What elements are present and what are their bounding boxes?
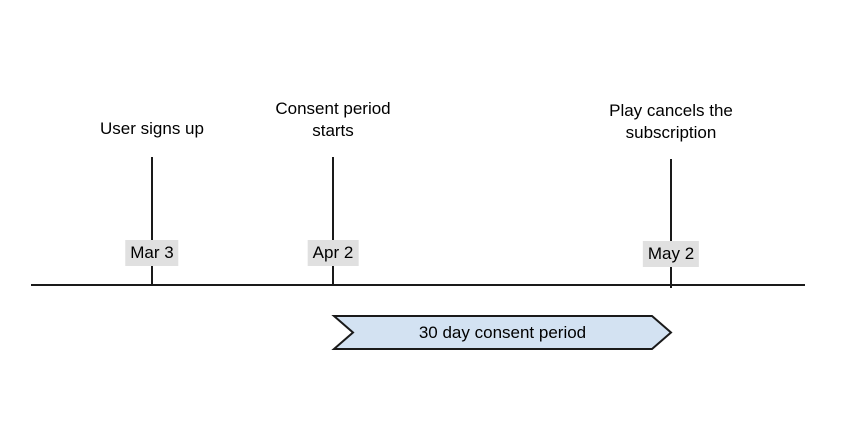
banner-label: 30 day consent period (418, 322, 587, 342)
event-tick-consent-start (332, 157, 334, 286)
event-tick-play-cancels (670, 159, 672, 288)
event-label-line: User signs up (100, 119, 204, 138)
event-label-signup: User signs up (100, 118, 204, 140)
banner-chevron-shape (331, 315, 673, 350)
event-label-consent-start: Consent period starts (275, 98, 390, 142)
event-date-play-cancels: May 2 (642, 241, 700, 267)
timeline-axis (31, 284, 805, 286)
event-label-line: subscription (625, 123, 717, 142)
event-label-play-cancels: Play cancels the subscription (609, 100, 733, 144)
event-label-line: starts (312, 121, 354, 140)
event-label-line: Play cancels the (609, 101, 733, 120)
consent-period-banner: 30 day consent period (331, 315, 673, 350)
event-label-line: Consent period (275, 99, 391, 118)
event-tick-signup (151, 157, 153, 286)
event-date-signup: Mar 3 (125, 240, 179, 266)
event-date-consent-start: Apr 2 (307, 240, 359, 266)
